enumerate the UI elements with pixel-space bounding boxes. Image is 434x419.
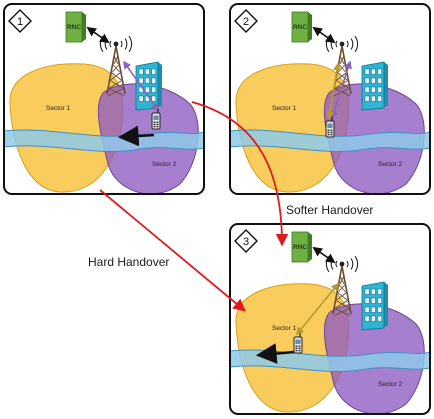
rnc-tower-link	[312, 26, 336, 44]
panel-border	[229, 223, 431, 415]
panel-number-badge: 3	[234, 229, 258, 253]
building-icon	[361, 61, 388, 111]
panel-border	[229, 3, 431, 195]
rnc-tower-link	[312, 246, 336, 264]
panel-1: Sector 1 Sector 2 RNC 1	[3, 3, 205, 195]
sector-1-link	[295, 282, 340, 336]
rnc-icon: RNC	[291, 11, 312, 43]
building-icon	[361, 281, 388, 331]
hard-handover-arrow	[99, 189, 246, 312]
panel-number-badge: 1	[8, 9, 32, 33]
sector-2-label: Sector 2	[378, 381, 403, 388]
rnc-label: RNC	[293, 24, 307, 31]
rnc-icon: RNC	[291, 231, 312, 263]
phone-icon	[151, 109, 161, 130]
sector-2-label: Sector 2	[152, 161, 177, 168]
rnc-label: RNC	[293, 244, 307, 251]
sector-2-link	[123, 60, 159, 112]
panel-2: Sector 1 Sector 2 RNC 2	[229, 3, 431, 195]
rnc-label: RNC	[67, 24, 81, 31]
softer-handover-label: Softer Handover	[286, 203, 374, 217]
sector-1-label: Sector 1	[272, 105, 297, 112]
sector-1-label: Sector 1	[272, 325, 297, 332]
phone-icon	[293, 333, 303, 354]
sector-1-link	[326, 62, 341, 120]
panel-number: 1	[17, 16, 23, 28]
panel-number-badge: 2	[234, 9, 258, 33]
panel-number: 3	[243, 236, 249, 248]
direction-arrow	[117, 125, 155, 147]
phone-icon	[325, 117, 335, 138]
sector-2-label: Sector 2	[378, 161, 403, 168]
rnc-icon: RNC	[65, 11, 86, 43]
building-icon	[135, 61, 162, 111]
direction-arrow	[255, 343, 295, 364]
rnc-tower-link	[86, 26, 110, 44]
sector-1-label: Sector 1	[46, 105, 71, 112]
panel-number: 2	[243, 16, 249, 28]
softer-handover-arrow	[191, 101, 289, 247]
panel-3: Sector 1 Sector 2 RNC 3	[229, 223, 431, 415]
hard-handover-label: Hard Handover	[88, 255, 170, 269]
